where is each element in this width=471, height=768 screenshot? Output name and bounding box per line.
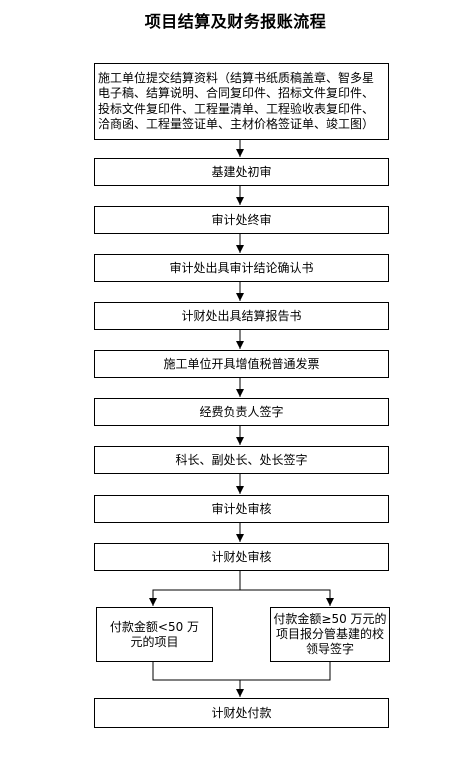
step-audit-check: 审计处审核 <box>94 495 389 523</box>
step-submit-materials: 施工单位提交结算资料（结算书纸质稿盖章、智多星电子稿、结算说明、合同复印件、招标… <box>94 63 389 140</box>
step-finance-check: 计财处审核 <box>94 543 389 571</box>
step-settlement-report: 计财处出具结算报告书 <box>94 302 389 330</box>
branch-over-50w: 付款金额≥50 万元的项目报分管基建的校领导签字 <box>270 607 390 662</box>
split-connector-right <box>240 589 334 606</box>
merge-connector <box>152 662 331 681</box>
split-connector <box>149 571 241 606</box>
page-title: 项目结算及财务报账流程 <box>144 12 327 31</box>
step-payment: 计财处付款 <box>94 698 389 728</box>
step-fund-owner-sign: 经费负责人签字 <box>94 398 389 426</box>
step-vat-invoice: 施工单位开具增值税普通发票 <box>94 350 389 378</box>
step-final-review: 审计处终审 <box>94 206 389 234</box>
branch-under-50w: 付款金额<50 万元的项目 <box>96 607 213 662</box>
step-chiefs-sign: 科长、副处长、处长签字 <box>94 446 389 474</box>
step-audit-confirmation: 审计处出具审计结论确认书 <box>94 254 389 282</box>
step-preliminary-review: 基建处初审 <box>94 158 389 186</box>
